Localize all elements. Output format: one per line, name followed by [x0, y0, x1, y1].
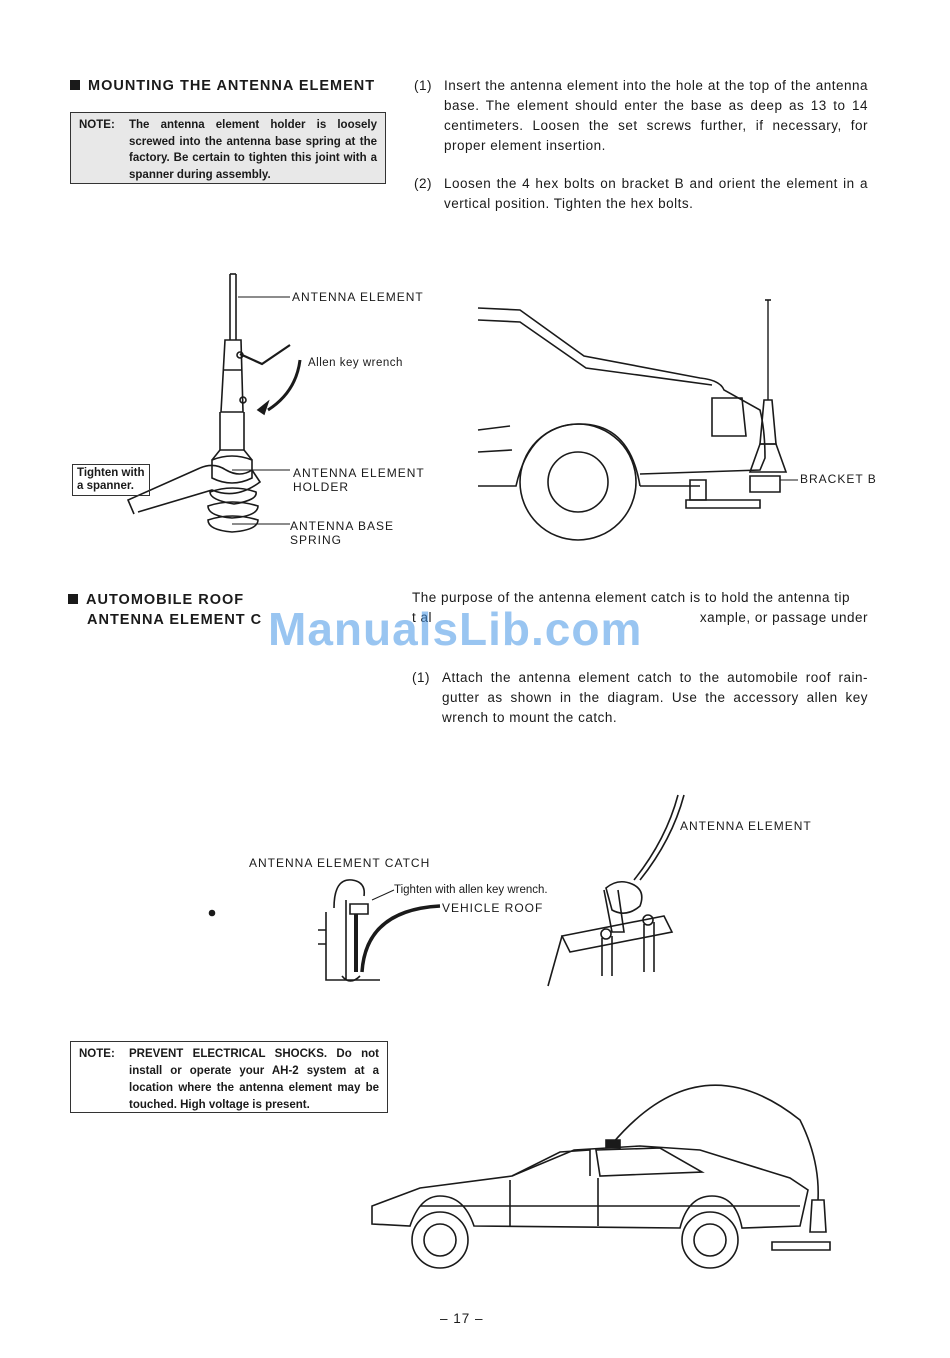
step-text: Insert the antenna element into the hole… [444, 78, 868, 153]
note-label: NOTE: [79, 119, 115, 131]
section-heading-mounting: MOUNTING THE ANTENNA ELEMENT [70, 78, 375, 94]
note-text: PREVENT ELECTRICAL SHOCKS. Do not instal… [129, 1048, 379, 1111]
step-roof-1: (1) Attach the antenna element catch to … [412, 668, 868, 728]
label-vehicle-roof: VEHICLE ROOF [442, 901, 544, 915]
heading-line: ANTENNA ELEMENT C [87, 612, 263, 628]
page-number: – 17 – [440, 1311, 484, 1326]
note-box-shock: NOTE: PREVENT ELECTRICAL SHOCKS. Do not … [70, 1041, 388, 1113]
step-text: Loosen the 4 hex bolts on bracket B and … [444, 176, 868, 211]
label-catch: ANTENNA ELEMENT CATCH [249, 856, 431, 870]
heading-line: AUTOMOBILE ROOF [86, 592, 245, 608]
note-text: The antenna element holder is loosely sc… [129, 119, 377, 181]
label-antenna-element: ANTENNA ELEMENT [292, 290, 424, 304]
label-line: ANTENNA BASE [290, 519, 395, 533]
intro-fragment: xample, or passage under [699, 610, 868, 625]
intro-line: The purpose of the antenna element catch… [412, 590, 851, 605]
label-line: Tighten with [77, 467, 145, 479]
bullet-square-icon [68, 594, 78, 604]
step-number: (1) [414, 78, 432, 93]
label-line: SPRING [290, 533, 343, 547]
step-text: Attach the antenna element catch to the … [442, 670, 868, 725]
watermark: ManualsLib.com [268, 603, 643, 655]
section-heading-roof-catch: AUTOMOBILE ROOF ANTENNA ELEMENT C [68, 590, 262, 630]
label-tighten-allen: Tighten with allen key wrench. [394, 884, 548, 896]
label-allen-key: Allen key wrench [308, 357, 403, 369]
label-base-spring: ANTENNA BASE SPRING [290, 519, 394, 547]
intro-fragment: t al [412, 610, 433, 625]
label-line: ANTENNA ELEMENT [293, 466, 425, 480]
label-bracket-b: BRACKET B [800, 472, 877, 486]
step-number: (1) [412, 670, 430, 685]
label-tighten-spanner: Tighten with a spanner. [72, 464, 150, 496]
step-number: (2) [414, 176, 432, 191]
label-line: a spanner. [77, 480, 134, 492]
label-antenna-element-2: ANTENNA ELEMENT [680, 819, 812, 833]
bullet-square-icon [70, 80, 80, 90]
label-holder: ANTENNA ELEMENT HOLDER [293, 466, 425, 494]
note-box-holder: NOTE: The antenna element holder is loos… [70, 112, 386, 184]
label-line: HOLDER [293, 480, 350, 494]
note-label: NOTE: [79, 1048, 115, 1060]
step-1: (1) Insert the antenna element into the … [414, 76, 868, 156]
intro-text: The purpose of the antenna element catch… [412, 588, 868, 628]
step-2: (2) Loosen the 4 hex bolts on bracket B … [414, 174, 868, 214]
